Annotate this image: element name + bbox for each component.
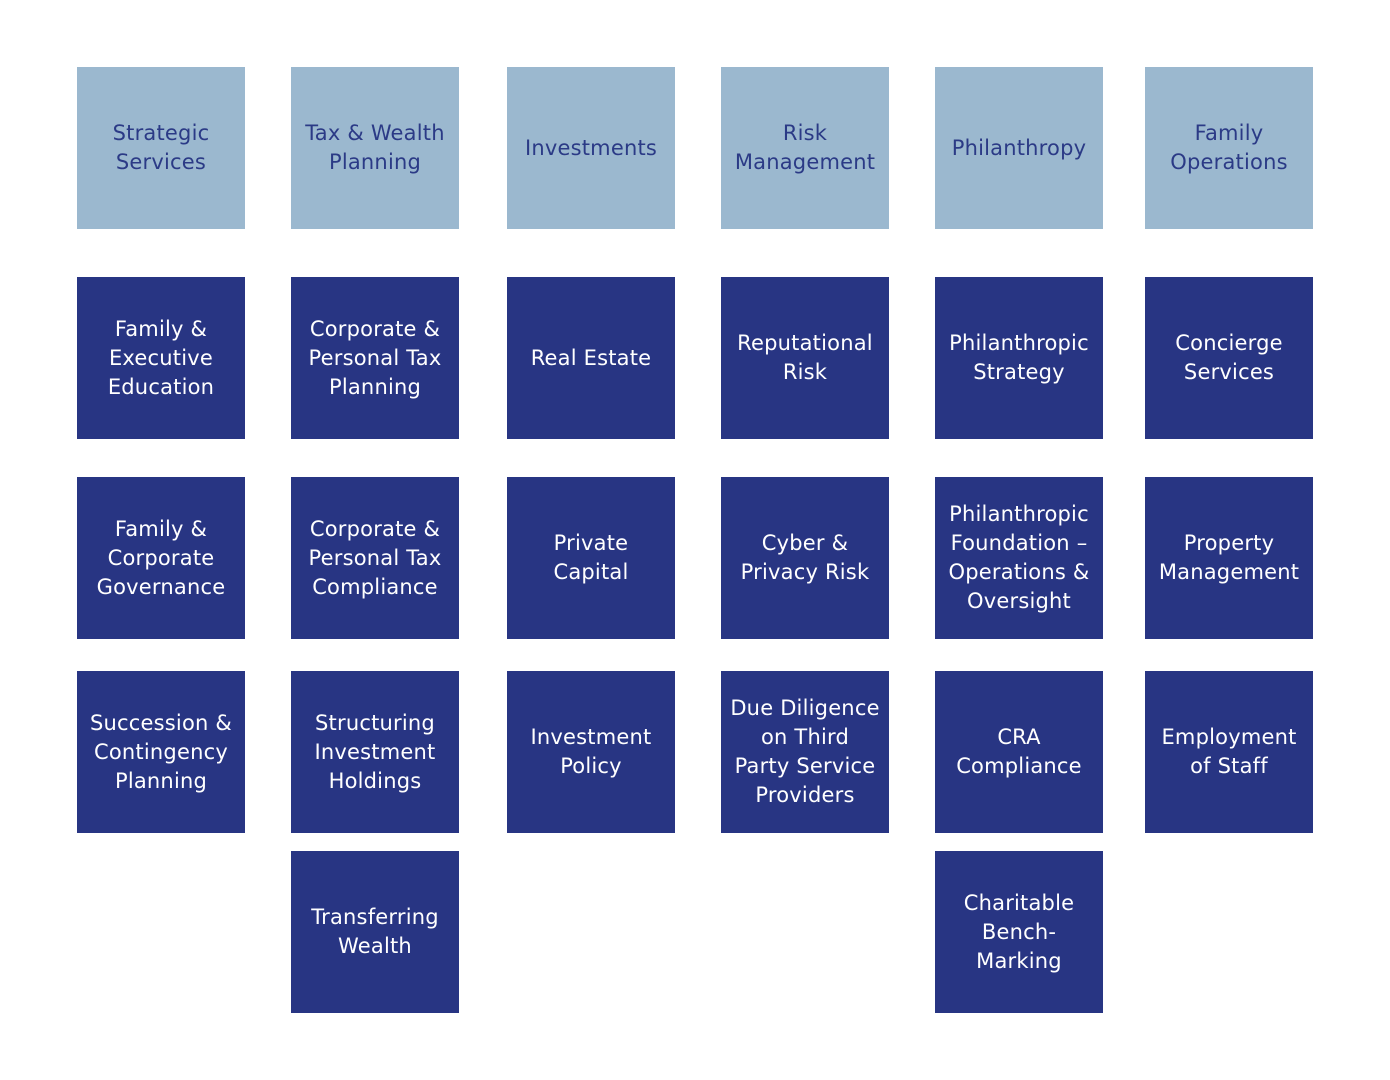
category-label: Strategic Services xyxy=(112,121,210,174)
service-corporate-personal-tax-compliance: Corporate & Personal Tax Compliance xyxy=(291,477,459,639)
service-label: Due Diligence on Third Party Service Pro… xyxy=(730,696,880,807)
service-structuring-investment-holdings: Structuring Investment Holdings xyxy=(291,671,459,833)
service-label: Reputational Risk xyxy=(737,331,873,384)
service-family-executive-education: Family & Executive Education xyxy=(77,277,245,439)
category-philanthropy: Philanthropy xyxy=(935,67,1103,229)
service-due-diligence-third-party: Due Diligence on Third Party Service Pro… xyxy=(721,671,889,833)
category-label: Risk Management xyxy=(734,121,876,174)
service-label: Real Estate xyxy=(530,345,652,370)
service-employment-of-staff: Employment of Staff xyxy=(1145,671,1313,833)
category-risk-management: Risk Management xyxy=(721,67,889,229)
service-philanthropic-strategy: Philanthropic Strategy xyxy=(935,277,1103,439)
service-real-estate: Real Estate xyxy=(507,277,675,439)
service-label: Succession & Contingency Planning xyxy=(90,710,232,793)
service-family-corporate-governance: Family & Corporate Governance xyxy=(77,477,245,639)
service-label: Employment of Staff xyxy=(1161,725,1297,778)
service-label: Structuring Investment Holdings xyxy=(314,710,436,793)
service-corporate-personal-tax-planning: Corporate & Personal Tax Planning xyxy=(291,277,459,439)
category-label: Philanthropy xyxy=(951,135,1087,160)
service-label: Corporate & Personal Tax Planning xyxy=(308,316,442,399)
category-family-operations: Family Operations xyxy=(1145,67,1313,229)
service-private-capital: Private Capital xyxy=(507,477,675,639)
service-label: Corporate & Personal Tax Compliance xyxy=(308,516,442,599)
service-label: Private Capital xyxy=(553,531,629,584)
service-succession-contingency-planning: Succession & Contingency Planning xyxy=(77,671,245,833)
service-charitable-bench-marking: Charitable Bench-Marking xyxy=(935,851,1103,1013)
service-label: Charitable Bench-Marking xyxy=(963,890,1075,973)
service-label: CRA Compliance xyxy=(956,725,1082,778)
service-cyber-privacy-risk: Cyber & Privacy Risk xyxy=(721,477,889,639)
service-label: Property Management xyxy=(1158,531,1300,584)
category-label: Family Operations xyxy=(1170,121,1288,174)
category-strategic-services: Strategic Services xyxy=(77,67,245,229)
service-reputational-risk: Reputational Risk xyxy=(721,277,889,439)
service-cra-compliance: CRA Compliance xyxy=(935,671,1103,833)
service-investment-policy: Investment Policy xyxy=(507,671,675,833)
service-label: Philanthropic Foundation – Operations & … xyxy=(948,502,1090,613)
category-investments: Investments xyxy=(507,67,675,229)
service-label: Cyber & Privacy Risk xyxy=(740,531,870,584)
service-label: Transferring Wealth xyxy=(311,905,439,958)
service-label: Family & Executive Education xyxy=(107,316,215,399)
service-label: Concierge Services xyxy=(1175,331,1283,384)
category-label: Tax & Wealth Planning xyxy=(305,121,445,174)
service-property-management: Property Management xyxy=(1145,477,1313,639)
service-label: Philanthropic Strategy xyxy=(949,331,1089,384)
service-label: Investment Policy xyxy=(530,725,652,778)
service-transferring-wealth: Transferring Wealth xyxy=(291,851,459,1013)
service-label: Family & Corporate Governance xyxy=(96,516,226,599)
service-concierge-services: Concierge Services xyxy=(1145,277,1313,439)
service-philanthropic-foundation-operations: Philanthropic Foundation – Operations & … xyxy=(935,477,1103,639)
category-tax-wealth-planning: Tax & Wealth Planning xyxy=(291,67,459,229)
category-label: Investments xyxy=(524,135,658,160)
